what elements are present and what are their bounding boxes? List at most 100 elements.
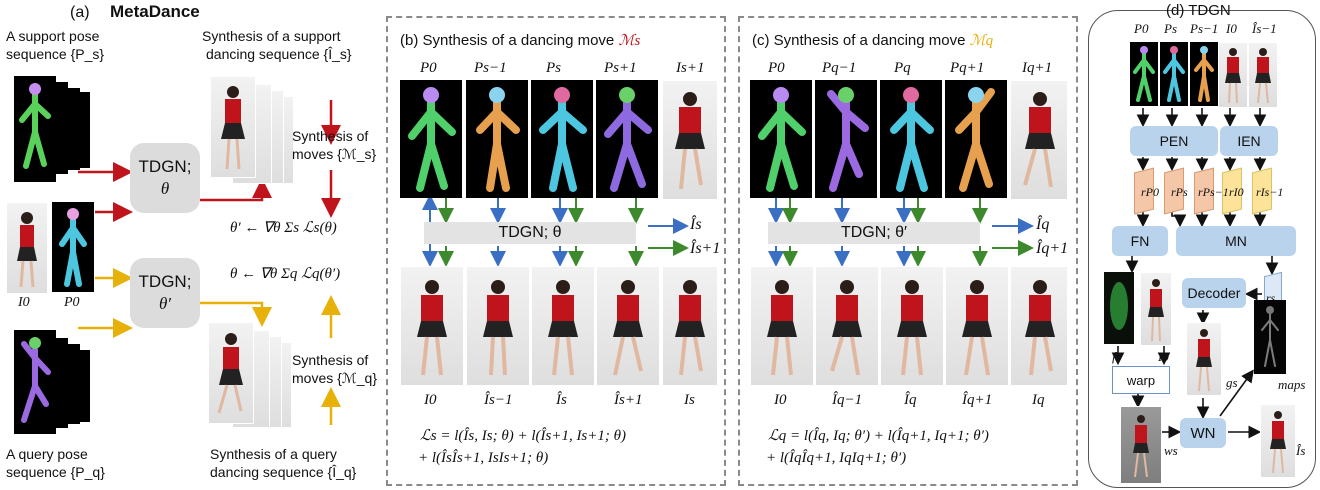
b-gt-image [662,266,718,386]
tdgn-thetap-label: TDGN; [138,272,192,291]
b-output-image [400,266,464,386]
b-output-image [596,266,660,386]
update-rule-1: θ′ ← ∇θ Σs ℒs(θ) [230,220,337,236]
b-top-label: P0 [420,60,437,76]
b-top-label: Ps−1 [474,60,507,76]
b-pose-image [596,80,658,198]
flow-image [1104,272,1134,344]
c-output-image [815,266,879,386]
d-output-image [1260,404,1296,478]
fs-label: fs [1112,349,1121,364]
moves-s-label: Synthesis of [292,128,369,144]
c-output-image [945,266,1009,386]
gs-image [1186,322,1222,396]
tdgn-thetap-symbol: θ′ [158,294,172,313]
tdgn-thetap-box: TDGN; θ′ [130,258,200,328]
p0-image [52,202,94,292]
b-bottom-label: Îs+1 [614,392,643,408]
b-output-1: Îs [690,216,702,233]
b-loss-1: ℒs = l(Îs, Is; θ) + l(Îs+1, Is+1; θ) [420,428,627,444]
b-bottom-label: Îs−1 [484,392,513,408]
d-i0-label: I0 [1158,349,1169,364]
p0-label: P0 [64,295,80,310]
panel-b-frame [386,16,726,486]
ws-label: ws [1164,443,1178,458]
b-tdgn-bar: TDGN; θ [424,222,636,244]
pen-block: PEN [1130,126,1218,156]
c-bottom-label: Îq [904,392,917,408]
synth-support-label-2: dancing sequence {Î_s} [206,46,352,62]
d-top-label: I0 [1226,21,1237,36]
b-loss-2: + l(ÎsÎs+1, IsIs+1; θ) [418,450,549,466]
moves-q-label: Synthesis of [292,352,369,368]
warp-label: warp [1126,372,1156,388]
query-pose-image [14,330,56,434]
support-pose-label-2: sequence {P_s} [6,46,105,62]
panel-c-title: (c) Synthesis of a dancing move ℳq [752,32,993,50]
d-pose-image [1160,42,1188,106]
panel-c-title-symbol: ℳq [969,33,994,49]
c-top-label: Pq−1 [822,60,857,76]
i0-label: I0 [18,295,30,310]
b-top-label: Ps [546,60,561,76]
c-pose-image [815,80,877,198]
c-pose-image [750,80,812,198]
c-pose-image [880,80,942,198]
ws-image [1120,406,1162,484]
decoder-block: Decoder [1182,278,1246,308]
tdgn-theta-box: TDGN; θ [130,143,200,213]
c-top-label: Pq [894,60,911,76]
b-output-image [466,266,530,386]
map-label: maps [1278,377,1306,392]
wn-label: WN [1190,424,1216,442]
rs-label: rs [1266,291,1276,305]
b-bottom-label: Is [684,392,695,408]
support-pose-label: A support pose [6,28,100,44]
warp-block: warp [1112,366,1170,394]
update-rule-2: θ ← ∇θ Σq ℒq(θ′) [230,266,341,282]
tdgn-theta-symbol: θ [160,179,170,198]
c-bottom-label: Iq [1032,392,1045,408]
c-output-image [880,266,944,386]
d-r-label: rP0 [1141,185,1159,199]
gs-label: gs [1226,375,1238,390]
c-output-1: Îq [1036,216,1050,233]
c-frame-image [1010,80,1068,200]
b-pose-image [466,80,528,198]
b-output-2: Îs+1 [690,240,721,257]
synth-query-label-2: dancing sequence {Î_q} [210,464,357,480]
b-pose-image [400,80,462,198]
query-dance-image [208,322,254,424]
fn-block: FN [1112,226,1168,256]
b-top-label: Ps+1 [604,60,637,76]
panel-a-prefix: (a) [70,4,90,21]
synth-support-label: Synthesis of a support [202,28,341,44]
d-r-label: rIs−1 [1256,185,1284,199]
support-pose-image [14,76,56,182]
c-bottom-label: I0 [774,392,787,408]
i0-image [6,202,48,294]
c-loss-2: + l(ÎqÎq+1, IqIq+1; θ′) [766,450,907,466]
d-top-label: Ps [1164,21,1177,36]
c-gt-image [1010,266,1068,386]
c-top-label: P0 [768,60,785,76]
b-output-image [531,266,595,386]
c-bottom-label: Îq+1 [962,392,993,408]
decoder-label: Decoder [1187,285,1241,301]
c-top-label: Iq+1 [1022,60,1053,76]
support-dance-image [210,76,256,178]
tdgn-theta-label: TDGN; [138,157,192,176]
c-output-2: Îq+1 [1036,240,1069,257]
mn-label: MN [1225,233,1247,249]
b-tdgn-bar-label: TDGN; θ [498,224,562,241]
d-r-label: rI0 [1229,185,1244,199]
c-bottom-label: Îq−1 [832,392,863,408]
d-top-label: Ps−1 [1190,21,1219,36]
panel-c-title-text: (c) Synthesis of a dancing move [752,32,966,49]
b-bottom-label: Îs [556,392,567,408]
d-r-label: rPs−1 [1198,185,1229,199]
synth-query-label: Synthesis of a query [210,446,337,462]
d-frame-image [1218,42,1248,108]
panel-b-title-symbol: ℳs [618,33,641,49]
panel-b-title-text: (b) Synthesis of a dancing move [400,32,615,49]
